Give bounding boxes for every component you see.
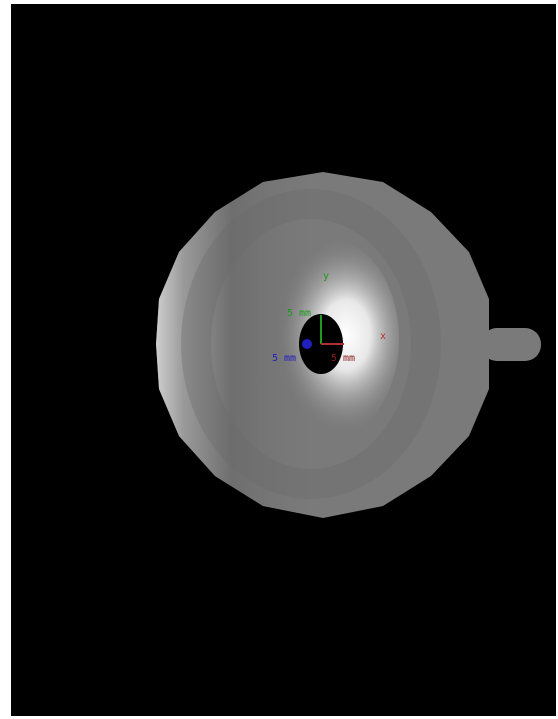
connector-stub: [481, 328, 541, 361]
scene-canvas[interactable]: y 5 mm x 5 mm 5 mm: [11, 4, 556, 716]
z-axis-dot: [302, 339, 312, 349]
3d-viewport[interactable]: y 5 mm x 5 mm 5 mm: [11, 4, 556, 716]
x-axis-label: x: [380, 331, 386, 342]
y-axis-label: y: [323, 271, 329, 282]
y-scale-label: 5 mm: [287, 308, 311, 319]
axis-triad: y 5 mm x 5 mm 5 mm: [272, 271, 386, 364]
z-scale-label: 5 mm: [272, 353, 296, 364]
x-scale-label: 5 mm: [331, 353, 355, 364]
